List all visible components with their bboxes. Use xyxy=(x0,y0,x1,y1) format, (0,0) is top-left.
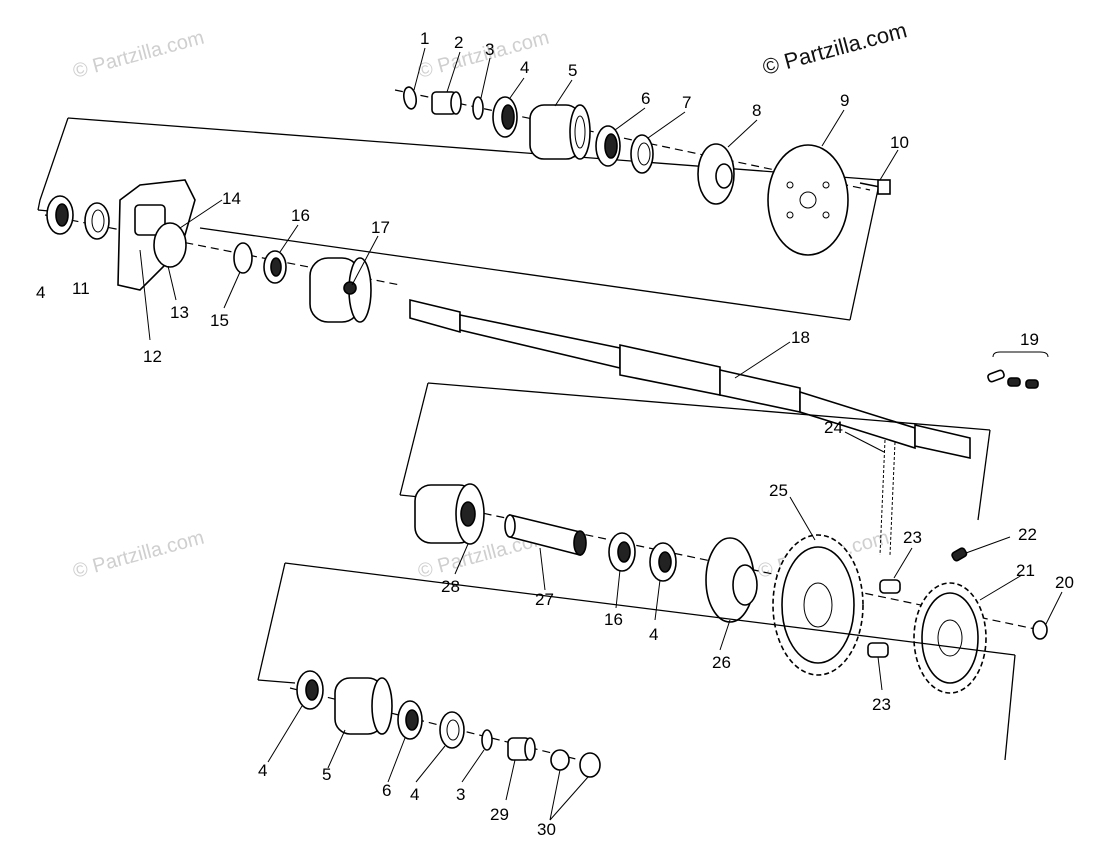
callout-23-lower: 23 xyxy=(872,695,891,714)
callout-9: 9 xyxy=(840,91,849,110)
nuts-part-30 xyxy=(550,749,601,778)
callout-14: 14 xyxy=(222,189,241,208)
bearing-part-4-left xyxy=(46,195,74,235)
callout-10: 10 xyxy=(890,133,909,152)
upper-frame xyxy=(37,117,881,321)
seal-part-11 xyxy=(84,202,110,240)
callout-6-lower: 6 xyxy=(382,781,391,800)
nut-part-20 xyxy=(1032,620,1048,640)
callout-27: 27 xyxy=(535,590,554,609)
o-ring-part-3-lower xyxy=(481,729,493,751)
bearing-part-6 xyxy=(595,125,621,167)
callout-4-lower: 4 xyxy=(258,761,267,780)
brake-disc-part-9 xyxy=(767,144,849,256)
sprocket-hub-part-26 xyxy=(705,537,758,623)
bearing-part-6-lower xyxy=(397,700,423,740)
callout-8: 8 xyxy=(752,101,761,120)
callout-26: 26 xyxy=(712,653,731,672)
callout-4-middle: 4 xyxy=(649,625,658,644)
bearing-part-4-middle xyxy=(649,542,677,582)
callout-4-left: 4 xyxy=(36,283,45,302)
bearing-part-16-upper xyxy=(263,250,287,284)
bushing-part-2 xyxy=(431,91,462,115)
callout-16-upper: 16 xyxy=(291,206,310,225)
callout-16-middle: 16 xyxy=(604,610,623,629)
callout-24: 24 xyxy=(824,418,843,437)
callout-18: 18 xyxy=(791,328,810,347)
callout-5-lower: 5 xyxy=(322,765,331,784)
middle-frame xyxy=(399,382,991,521)
master-link-part-22 xyxy=(951,547,968,562)
snap-ring-part-1 xyxy=(402,86,418,110)
callout-5: 5 xyxy=(568,61,577,80)
bearing-housing-part-5-lower xyxy=(334,677,393,735)
callout-19: 19 xyxy=(1020,330,1039,349)
sprocket-part-25 xyxy=(772,534,864,676)
bushing-part-29 xyxy=(507,737,536,761)
callout-3: 3 xyxy=(485,40,494,59)
seal-part-7 xyxy=(630,134,654,174)
watermark: © Partzilla.com xyxy=(71,27,207,83)
callout-12: 12 xyxy=(143,347,162,366)
callout-20: 20 xyxy=(1055,573,1074,592)
callout-30: 30 xyxy=(537,820,556,839)
housing-part-28 xyxy=(414,483,485,545)
callout-22: 22 xyxy=(1018,525,1037,544)
bearing-part-4 xyxy=(492,96,518,138)
callout-23-upper: 23 xyxy=(903,528,922,547)
callout-21: 21 xyxy=(1016,561,1035,580)
axle-part-18 xyxy=(409,298,971,459)
callout-2: 2 xyxy=(454,33,463,52)
callout-11: 11 xyxy=(72,279,90,298)
callout-6: 6 xyxy=(641,89,650,108)
spacer-part-23-lower xyxy=(867,642,889,658)
callout-7: 7 xyxy=(682,93,691,112)
sleeve-part-27 xyxy=(504,513,587,557)
callout-3-lower: 3 xyxy=(456,785,465,804)
spacer-part-15 xyxy=(233,242,253,274)
watermark: © Partzilla.com xyxy=(416,27,552,83)
bearing-part-4-lower xyxy=(296,670,324,710)
bearing-part-16-middle xyxy=(608,532,636,572)
ring-part-13 xyxy=(153,222,187,268)
hub-part-8 xyxy=(697,143,735,205)
bearing-housing-part-5 xyxy=(529,104,591,160)
seal-part-4-lower xyxy=(439,711,465,749)
watermark: © Partzilla.com xyxy=(71,527,207,583)
eccentric-part-17 xyxy=(309,257,372,323)
spacer-part-23-upper xyxy=(879,579,901,594)
leader-lines xyxy=(139,47,1063,821)
callout-15: 15 xyxy=(210,311,229,330)
callout-28: 28 xyxy=(441,577,460,596)
callout-13: 13 xyxy=(170,303,189,322)
callout-25: 25 xyxy=(769,481,788,500)
callout-4-lower-2: 4 xyxy=(410,785,419,804)
lower-frame xyxy=(257,562,1016,761)
chain-part-24 xyxy=(879,439,896,556)
copyright-text: © Partzilla.com xyxy=(760,17,910,80)
callout-4: 4 xyxy=(520,58,529,77)
bolt-part-10 xyxy=(859,179,891,195)
callout-17: 17 xyxy=(371,218,390,237)
o-ring-part-3 xyxy=(472,96,484,120)
callout-1: 1 xyxy=(420,29,429,48)
callout-labels: 1 2 3 4 5 6 7 8 9 10 4 11 12 13 14 15 16… xyxy=(36,29,1074,839)
sprocket-part-21 xyxy=(913,582,987,694)
clip-part-19 xyxy=(987,351,1049,389)
callout-29: 29 xyxy=(490,805,509,824)
